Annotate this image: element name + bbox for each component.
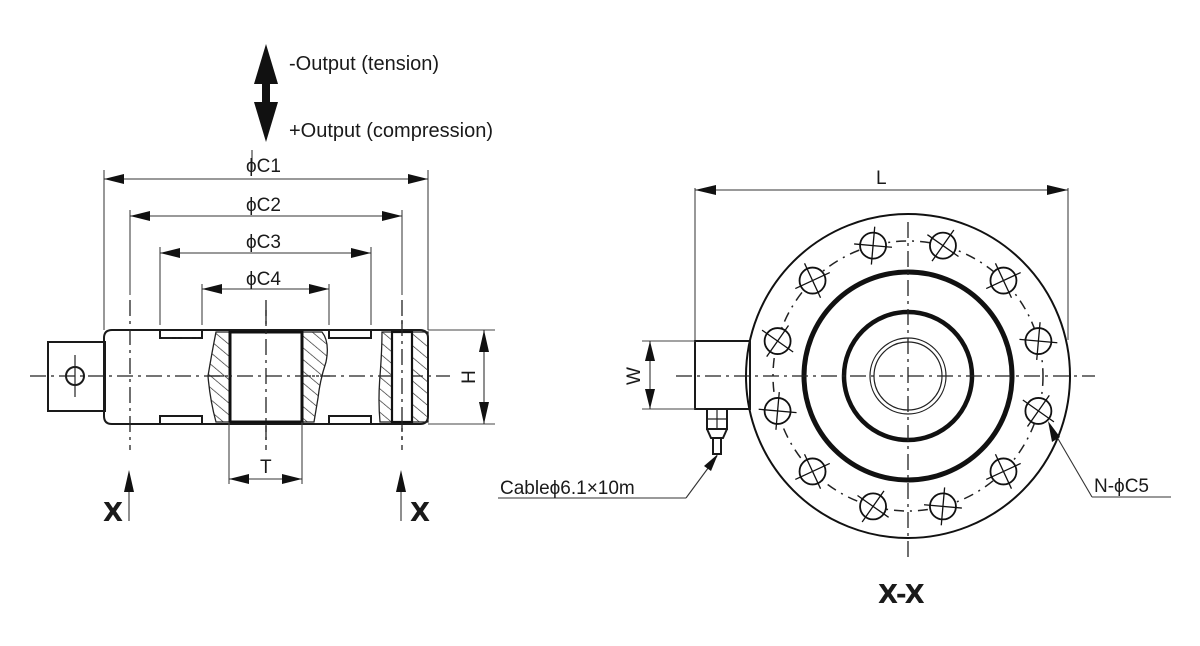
dimension-c4	[201, 284, 330, 325]
dimension-w-label: W	[624, 367, 645, 385]
flange-view	[676, 213, 1095, 560]
dimension-h-label: H	[459, 370, 480, 384]
dimension-c1-label: ϕC1	[246, 156, 281, 177]
dimension-c3-label: ϕC3	[246, 232, 281, 253]
bolt-hole-icon	[795, 453, 831, 489]
pitch-circle	[772, 240, 1044, 512]
bolt-hole-icon	[857, 490, 889, 523]
section-marker-left	[124, 470, 134, 521]
section-marker-left-label: X	[103, 498, 123, 528]
bolt-hole-icon	[758, 391, 797, 430]
side-view	[30, 300, 450, 450]
dimension-c1	[103, 150, 429, 330]
up-arrowhead-icon	[254, 44, 278, 84]
bolt-hole-icon	[761, 325, 794, 357]
cable-leader	[498, 454, 718, 499]
dimension-t	[228, 422, 303, 484]
section-marker-right-label: X	[410, 498, 430, 528]
force-direction-arrow	[254, 44, 278, 142]
section-title: X-X	[878, 580, 925, 610]
dimension-t-label: T	[260, 457, 272, 478]
up-arrow-icon	[124, 470, 134, 492]
bolt-hole-icon	[985, 263, 1021, 299]
bolt-hole-icon	[927, 229, 959, 262]
dimension-w	[642, 340, 695, 410]
up-arrow-icon	[396, 470, 406, 492]
dimension-c3	[159, 247, 372, 325]
arrow-shaft	[262, 84, 270, 102]
dimension-c2-label: ϕC2	[246, 195, 281, 216]
bolt-hole-icon	[923, 487, 962, 526]
connector-housing	[694, 340, 751, 410]
bolt-hole-label: N-ϕC5	[1094, 476, 1149, 497]
bolt-hole-icon	[985, 453, 1021, 489]
compression-label: +Output (compression)	[289, 120, 493, 142]
bolt-hole-group	[758, 226, 1058, 526]
tension-label: -Output (tension)	[289, 53, 439, 75]
cable-label: Cableϕ6.1×10m	[500, 478, 635, 499]
dimension-l-label: L	[876, 168, 887, 189]
cable-gland	[706, 408, 728, 455]
section-marker-right	[396, 470, 406, 521]
bolt-hole-leader	[1048, 421, 1171, 498]
dimension-c4-label: ϕC4	[246, 269, 281, 290]
bolt-hole-icon	[1019, 322, 1058, 361]
dimension-c2	[129, 210, 403, 295]
connector-box	[47, 341, 106, 412]
bolt-hole-icon	[795, 263, 831, 299]
bolt-hole-icon	[1022, 395, 1055, 427]
dimension-l	[694, 185, 1069, 342]
down-arrowhead-icon	[254, 102, 278, 142]
bolt-hole-icon	[854, 226, 893, 265]
dimension-h	[428, 329, 495, 425]
